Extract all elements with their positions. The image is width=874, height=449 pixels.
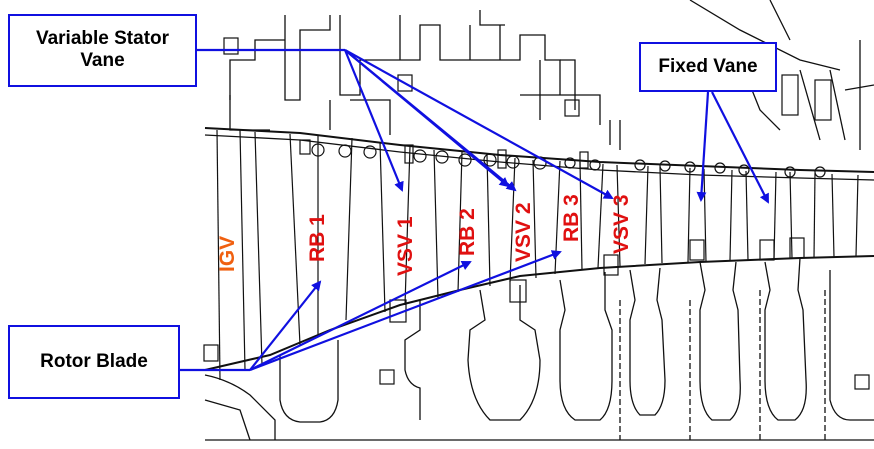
callout-rotor-blade: Rotor Blade <box>8 325 180 399</box>
casing-and-flowpath <box>203 0 874 441</box>
arrow-to-rb1 <box>249 280 322 371</box>
label-vsv3: VSV 3 <box>610 194 633 254</box>
stage-labels: IGV RB 1 VSV 1 RB 2 VSV 2 RB 3 VSV 3 <box>216 194 633 276</box>
arrow-to-rb3 <box>249 250 562 372</box>
label-vsv2: VSV 2 <box>512 202 535 262</box>
arrow-to-vsv3 <box>344 49 614 199</box>
label-rb1: RB 1 <box>306 214 329 262</box>
callout-vsv-line1: Variable Stator <box>35 28 170 49</box>
callout-vsv-line2: Vane <box>80 50 125 71</box>
arrow-to-vsv1 <box>343 49 404 192</box>
arrow-to-fixed-vane-1 <box>696 91 710 202</box>
callout-rotor-blade-label: Rotor Blade <box>40 351 148 372</box>
label-igv: IGV <box>216 236 239 272</box>
label-rb2: RB 2 <box>456 208 479 256</box>
arrow-to-vsv3a <box>344 49 510 188</box>
callout-fixed-vane-label: Fixed Vane <box>658 56 758 77</box>
arrow-to-rb2 <box>249 261 472 371</box>
label-vsv1: VSV 1 <box>394 216 417 276</box>
label-rb3: RB 3 <box>560 194 583 242</box>
callout-variable-stator-vane: Variable Stator Vane <box>8 14 197 87</box>
arrow-to-fixed-vane-2 <box>711 91 769 204</box>
callout-arrows <box>180 48 769 372</box>
callout-fixed-vane: Fixed Vane <box>639 42 777 92</box>
